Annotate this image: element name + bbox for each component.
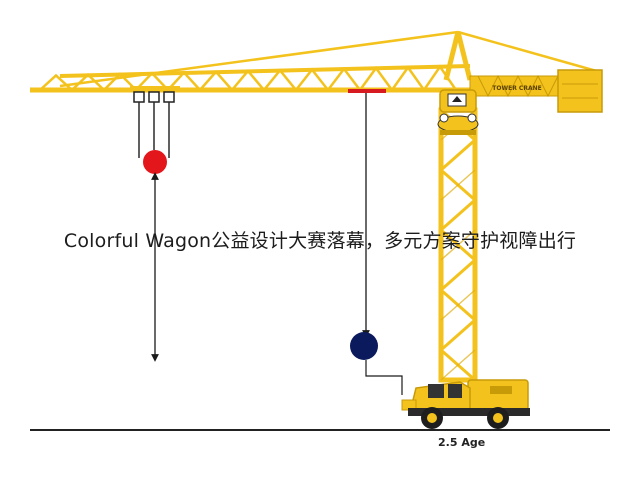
counterweight <box>557 69 603 113</box>
jib-sign-text: TOWER CRANE <box>492 85 541 92</box>
ground-label: 2.5 Age <box>438 436 486 449</box>
left-hoist-cables <box>138 102 170 158</box>
slewing-ring <box>437 113 479 135</box>
hook-blocks <box>133 91 175 103</box>
trolley-marker <box>348 89 386 93</box>
headline-text: Colorful Wagon公益设计大赛落幕，多元方案守护视障出行 <box>63 230 577 252</box>
crane-apex <box>59 30 601 88</box>
red-load-ball <box>143 150 167 174</box>
navy-load-ball <box>350 332 378 360</box>
crane-truck <box>401 379 530 429</box>
crane-jib <box>30 64 471 93</box>
connector-cable <box>365 360 403 395</box>
operator-cab <box>439 89 477 113</box>
counter-jib: TOWER CRANE <box>469 74 566 98</box>
